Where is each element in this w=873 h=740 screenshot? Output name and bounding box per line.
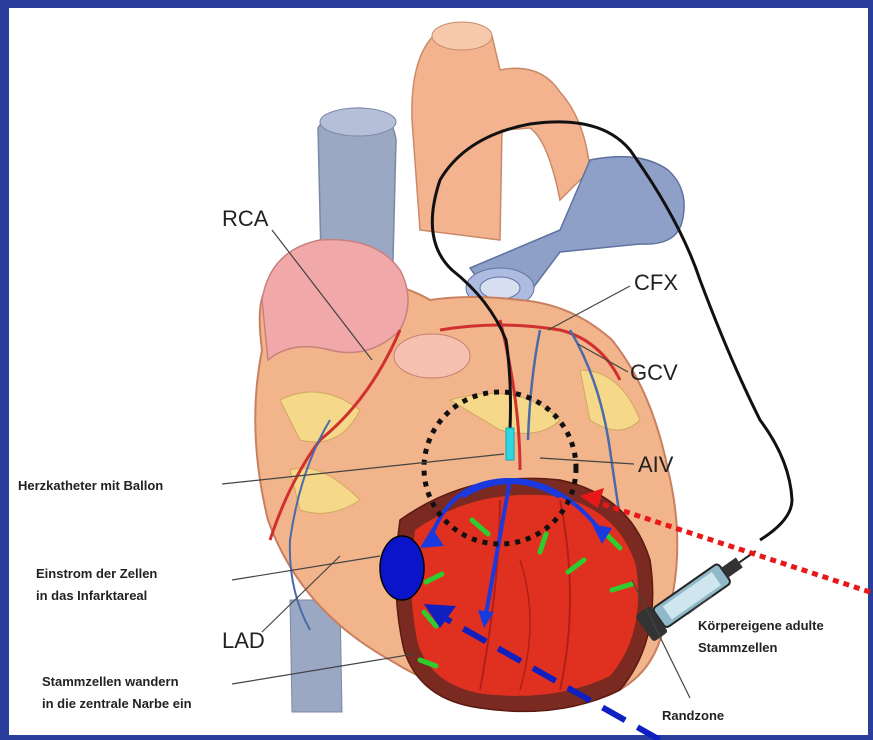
label-stammzellen-line1: Stammzellen wandern xyxy=(42,674,179,689)
balloon-marker xyxy=(506,428,514,460)
label-herzkatheter: Herzkatheter mit Ballon xyxy=(18,478,163,493)
label-koerpereigene-line2: Stammzellen xyxy=(698,640,778,655)
label-koerpereigene-line1: Körpereigene adulte xyxy=(698,618,824,633)
label-lad: LAD xyxy=(222,628,265,653)
label-stammzellen-line2: in die zentrale Narbe ein xyxy=(42,696,192,711)
label-einstrom-line1: Einstrom der Zellen xyxy=(36,566,157,581)
label-einstrom-line2: in das Infarktareal xyxy=(36,588,147,603)
cell-marker xyxy=(380,536,424,600)
label-cfx: CFX xyxy=(634,270,678,295)
label-rca: RCA xyxy=(222,206,269,231)
label-randzone: Randzone xyxy=(662,708,724,723)
label-aiv: AIV xyxy=(638,452,674,477)
label-gcv: GCV xyxy=(630,360,678,385)
